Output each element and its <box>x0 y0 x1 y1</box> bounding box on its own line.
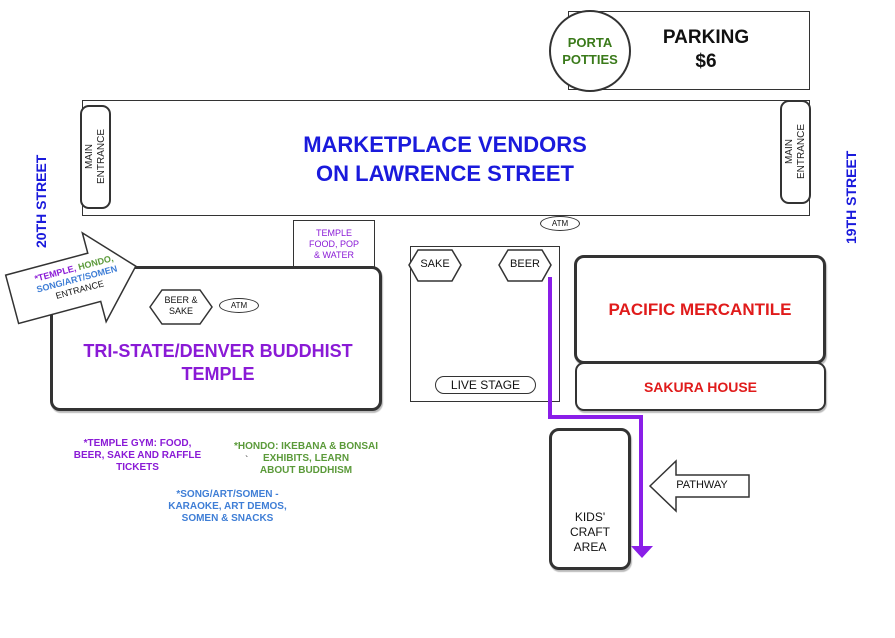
sakura-house: SAKURA HOUSE <box>575 362 826 411</box>
sake-hexagon <box>408 249 462 282</box>
porta-potties: PORTA POTTIES <box>549 10 631 92</box>
kids-line3: AREA <box>573 540 607 554</box>
pacific-mercantile-label: PACIFIC MERCANTILE <box>608 299 792 319</box>
atm-marketplace-label: ATM <box>551 219 569 228</box>
note-hondo-mark: ` <box>245 455 249 466</box>
note-hondo-line1: *HONDO: IKEBANA & BONSAI <box>233 441 379 452</box>
note-gym-line1: *TEMPLE GYM: FOOD, <box>83 438 192 449</box>
main-entrance-right[interactable]: MAIN ENTRANCE <box>780 100 811 204</box>
marketplace-label: MARKETPLACE VENDORS ON LAWRENCE STREET <box>250 130 640 188</box>
temple-food-line3: & WATER <box>314 249 354 260</box>
atm-temple-label: ATM <box>230 301 248 310</box>
purple-pathway <box>548 277 643 548</box>
temple-food-booth: TEMPLE FOOD, POP & WATER <box>293 220 375 268</box>
temple-entrance-arrow[interactable] <box>0 222 147 344</box>
temple-label: TRI-STATE/DENVER BUDDHIST TEMPLE <box>58 340 378 386</box>
atm-temple[interactable]: ATM <box>219 298 259 313</box>
pathway-label: PATHWAY <box>676 479 728 491</box>
note-song-line1: *SONG/ART/SOMEN - <box>176 489 279 500</box>
beer-label: BEER <box>510 258 540 270</box>
note-hondo-line2: EXHIBITS, LEARN <box>262 453 350 464</box>
note-song-art-somen: *SONG/ART/SOMEN - KARAOKE, ART DEMOS, SO… <box>145 489 310 525</box>
note-temple-gym: *TEMPLE GYM: FOOD, BEER, SAKE AND RAFFLE… <box>55 438 220 474</box>
live-stage[interactable]: LIVE STAGE <box>435 376 536 394</box>
parking-label: PARKING $6 <box>640 26 772 74</box>
atm-marketplace[interactable]: ATM <box>540 216 580 231</box>
porta-potties-line2: POTTIES <box>562 52 618 67</box>
beer-sake-hexagon <box>149 289 213 325</box>
pathway-arrowhead <box>631 546 653 558</box>
marketplace-line1: MARKETPLACE VENDORS <box>303 132 587 157</box>
kids-line1: KIDS' <box>574 510 606 524</box>
note-hondo: *HONDO: IKEBANA & BONSAI EXHIBITS, LEARN… <box>222 441 390 477</box>
temple-food-line2: FOOD, POP <box>308 238 359 249</box>
pathway-arrow <box>648 459 750 513</box>
parking-title: PARKING <box>662 27 750 48</box>
temple-food-line1: TEMPLE <box>315 227 352 238</box>
kids-craft-area: KIDS' CRAFT AREA <box>549 428 631 570</box>
note-gym-line2: BEER, SAKE AND RAFFLE <box>73 450 202 461</box>
sake-label: SAKE <box>420 258 450 270</box>
sakura-house-label: SAKURA HOUSE <box>643 378 758 395</box>
note-gym-line3: TICKETS <box>116 462 159 473</box>
main-entrance-left[interactable]: MAIN ENTRANCE <box>80 105 111 209</box>
marketplace-area <box>82 100 810 216</box>
live-stage-label: LIVE STAGE <box>450 378 521 392</box>
note-song-line2: KARAOKE, ART DEMOS, <box>168 501 287 512</box>
beer-sake-line2: SAKE <box>168 306 193 316</box>
temple-line2: TEMPLE <box>181 364 255 384</box>
parking-price: $6 <box>695 51 717 72</box>
porta-potties-line1: PORTA <box>567 35 613 50</box>
marketplace-line2: ON LAWRENCE STREET <box>316 161 574 186</box>
note-song-line3: SOMEN & SNACKS <box>181 513 274 524</box>
beer-sake-label: BEER & SAKE <box>150 295 212 317</box>
note-hondo-line3: ABOUT BUDDHISM <box>259 465 353 476</box>
kids-line2: CRAFT <box>570 525 610 539</box>
beer-hexagon <box>498 249 552 282</box>
temple-line1: TRI-STATE/DENVER BUDDHIST <box>83 341 353 361</box>
beer-sake-line1: BEER & <box>164 295 198 305</box>
